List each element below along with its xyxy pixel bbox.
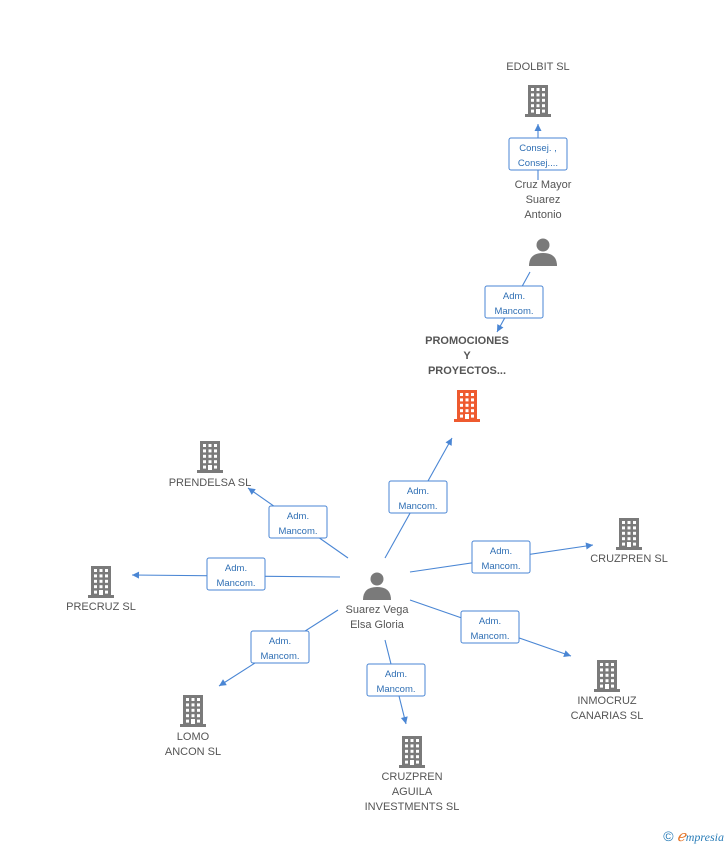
relation-label[interactable]: Adm. Mancom. bbox=[484, 285, 544, 319]
relation-label[interactable]: Adm. Mancom. bbox=[206, 557, 266, 591]
brand-logo-text: mpresia bbox=[685, 830, 724, 844]
relation-label-text: Mancom. bbox=[398, 501, 437, 512]
relation-label[interactable]: Adm. Mancom. bbox=[268, 505, 328, 539]
relation-label-text: Adm. bbox=[269, 636, 291, 647]
node-label[interactable]: CRUZPREN SL bbox=[590, 553, 668, 565]
node-label-line: LOMO bbox=[177, 731, 210, 743]
node-label[interactable]: LOMO ANCON SL bbox=[165, 731, 221, 758]
person-icon[interactable] bbox=[529, 238, 557, 267]
node-label-line: Suarez bbox=[526, 194, 561, 206]
relation-label-text: Adm. bbox=[385, 669, 407, 680]
relation-label-text: Mancom. bbox=[376, 684, 415, 695]
relation-label-box bbox=[366, 663, 426, 697]
relation-label-box bbox=[250, 630, 310, 664]
building-icon[interactable] bbox=[594, 660, 620, 692]
building-icon[interactable] bbox=[454, 390, 480, 422]
node-label-line: CRUZPREN SL bbox=[590, 553, 668, 565]
building-icon[interactable] bbox=[399, 736, 425, 768]
relation-label-box bbox=[388, 480, 448, 514]
relation-label-text: Adm. bbox=[490, 546, 512, 557]
node-label-line: CRUZPREN bbox=[381, 771, 442, 783]
relation-label-text: Mancom. bbox=[481, 561, 520, 572]
relation-label-text: Consej.... bbox=[518, 158, 558, 169]
relation-label-text: Mancom. bbox=[216, 578, 255, 589]
arrow-head-icon bbox=[132, 571, 140, 579]
relation-label-text: Mancom. bbox=[278, 526, 317, 537]
arrow-head-icon bbox=[248, 488, 256, 495]
relation-label-text: Consej. , bbox=[519, 143, 557, 154]
node-label-line: Antonio bbox=[524, 209, 561, 221]
node-label-line: AGUILA bbox=[392, 786, 433, 798]
arrow-head-icon bbox=[534, 124, 542, 131]
building-icon[interactable] bbox=[525, 85, 551, 117]
node-label[interactable]: CRUZPREN AGUILA INVESTMENTS SL bbox=[365, 771, 460, 813]
node-label-line: Cruz Mayor bbox=[515, 179, 572, 191]
node-label-line: PRECRUZ SL bbox=[66, 601, 136, 613]
arrow-head-icon bbox=[585, 542, 593, 550]
relation-label-box bbox=[484, 285, 544, 319]
relation-label-box bbox=[460, 610, 520, 644]
node-label-line: PROMOCIONES bbox=[425, 335, 509, 347]
relation-label-box bbox=[471, 540, 531, 574]
node-label-line: Elsa Gloria bbox=[350, 619, 405, 631]
relation-label[interactable]: Adm. Mancom. bbox=[366, 663, 426, 697]
node-label[interactable]: PROMOCIONES Y PROYECTOS... bbox=[425, 335, 509, 377]
relation-label-box bbox=[268, 505, 328, 539]
relation-label[interactable]: Adm. Mancom. bbox=[471, 540, 531, 574]
node-label-line: Suarez Vega bbox=[346, 604, 410, 616]
node-label[interactable]: EDOLBIT SL bbox=[506, 61, 569, 73]
node-label-line: Y bbox=[463, 350, 471, 362]
node-label[interactable]: INMOCRUZ CANARIAS SL bbox=[571, 695, 644, 722]
arrow-head-icon bbox=[400, 716, 408, 724]
relation-label-text: Adm. bbox=[225, 563, 247, 574]
node-label-line: CANARIAS SL bbox=[571, 710, 644, 722]
building-icon[interactable] bbox=[197, 441, 223, 473]
node-label-line: INVESTMENTS SL bbox=[365, 801, 460, 813]
relation-label-text: Mancom. bbox=[260, 651, 299, 662]
arrow-head-icon bbox=[497, 324, 504, 332]
node-label-line: ANCON SL bbox=[165, 746, 221, 758]
copyright-icon: © bbox=[663, 828, 674, 844]
arrow-head-icon bbox=[445, 438, 452, 446]
relation-label-text: Mancom. bbox=[494, 306, 533, 317]
node-label-line: PROYECTOS... bbox=[428, 365, 506, 377]
relation-label[interactable]: Adm. Mancom. bbox=[460, 610, 520, 644]
relation-labels-layer: Consej. , Consej.... Adm. Mancom. Adm. Mancom… bbox=[206, 137, 568, 697]
building-icon[interactable] bbox=[180, 695, 206, 727]
node-label-line: PRENDELSA SL bbox=[169, 477, 252, 489]
node-label-line: EDOLBIT SL bbox=[506, 61, 569, 73]
relation-label[interactable]: Adm. Mancom. bbox=[388, 480, 448, 514]
relation-label-text: Adm. bbox=[503, 291, 525, 302]
relation-label-text: Adm. bbox=[287, 511, 309, 522]
node-label-line: INMOCRUZ bbox=[577, 695, 637, 707]
relation-label-text: Adm. bbox=[407, 486, 429, 497]
building-icon[interactable] bbox=[616, 518, 642, 550]
relation-label[interactable]: Consej. , Consej.... bbox=[508, 137, 568, 171]
arrow-head-icon bbox=[563, 650, 571, 658]
brand-footer[interactable]: © ℯmpresia bbox=[663, 827, 724, 846]
relation-label[interactable]: Adm. Mancom. bbox=[250, 630, 310, 664]
building-icon[interactable] bbox=[88, 566, 114, 598]
relation-label-box bbox=[508, 137, 568, 171]
relation-label-text: Mancom. bbox=[470, 631, 509, 642]
relation-label-text: Adm. bbox=[479, 616, 501, 627]
node-label[interactable]: PRECRUZ SL bbox=[66, 601, 136, 613]
node-label[interactable]: PRENDELSA SL bbox=[169, 477, 252, 489]
brand-logo-initial: ℯ bbox=[676, 829, 686, 845]
person-icon[interactable] bbox=[363, 572, 391, 601]
arrow-head-icon bbox=[219, 679, 227, 686]
relation-label-box bbox=[206, 557, 266, 591]
